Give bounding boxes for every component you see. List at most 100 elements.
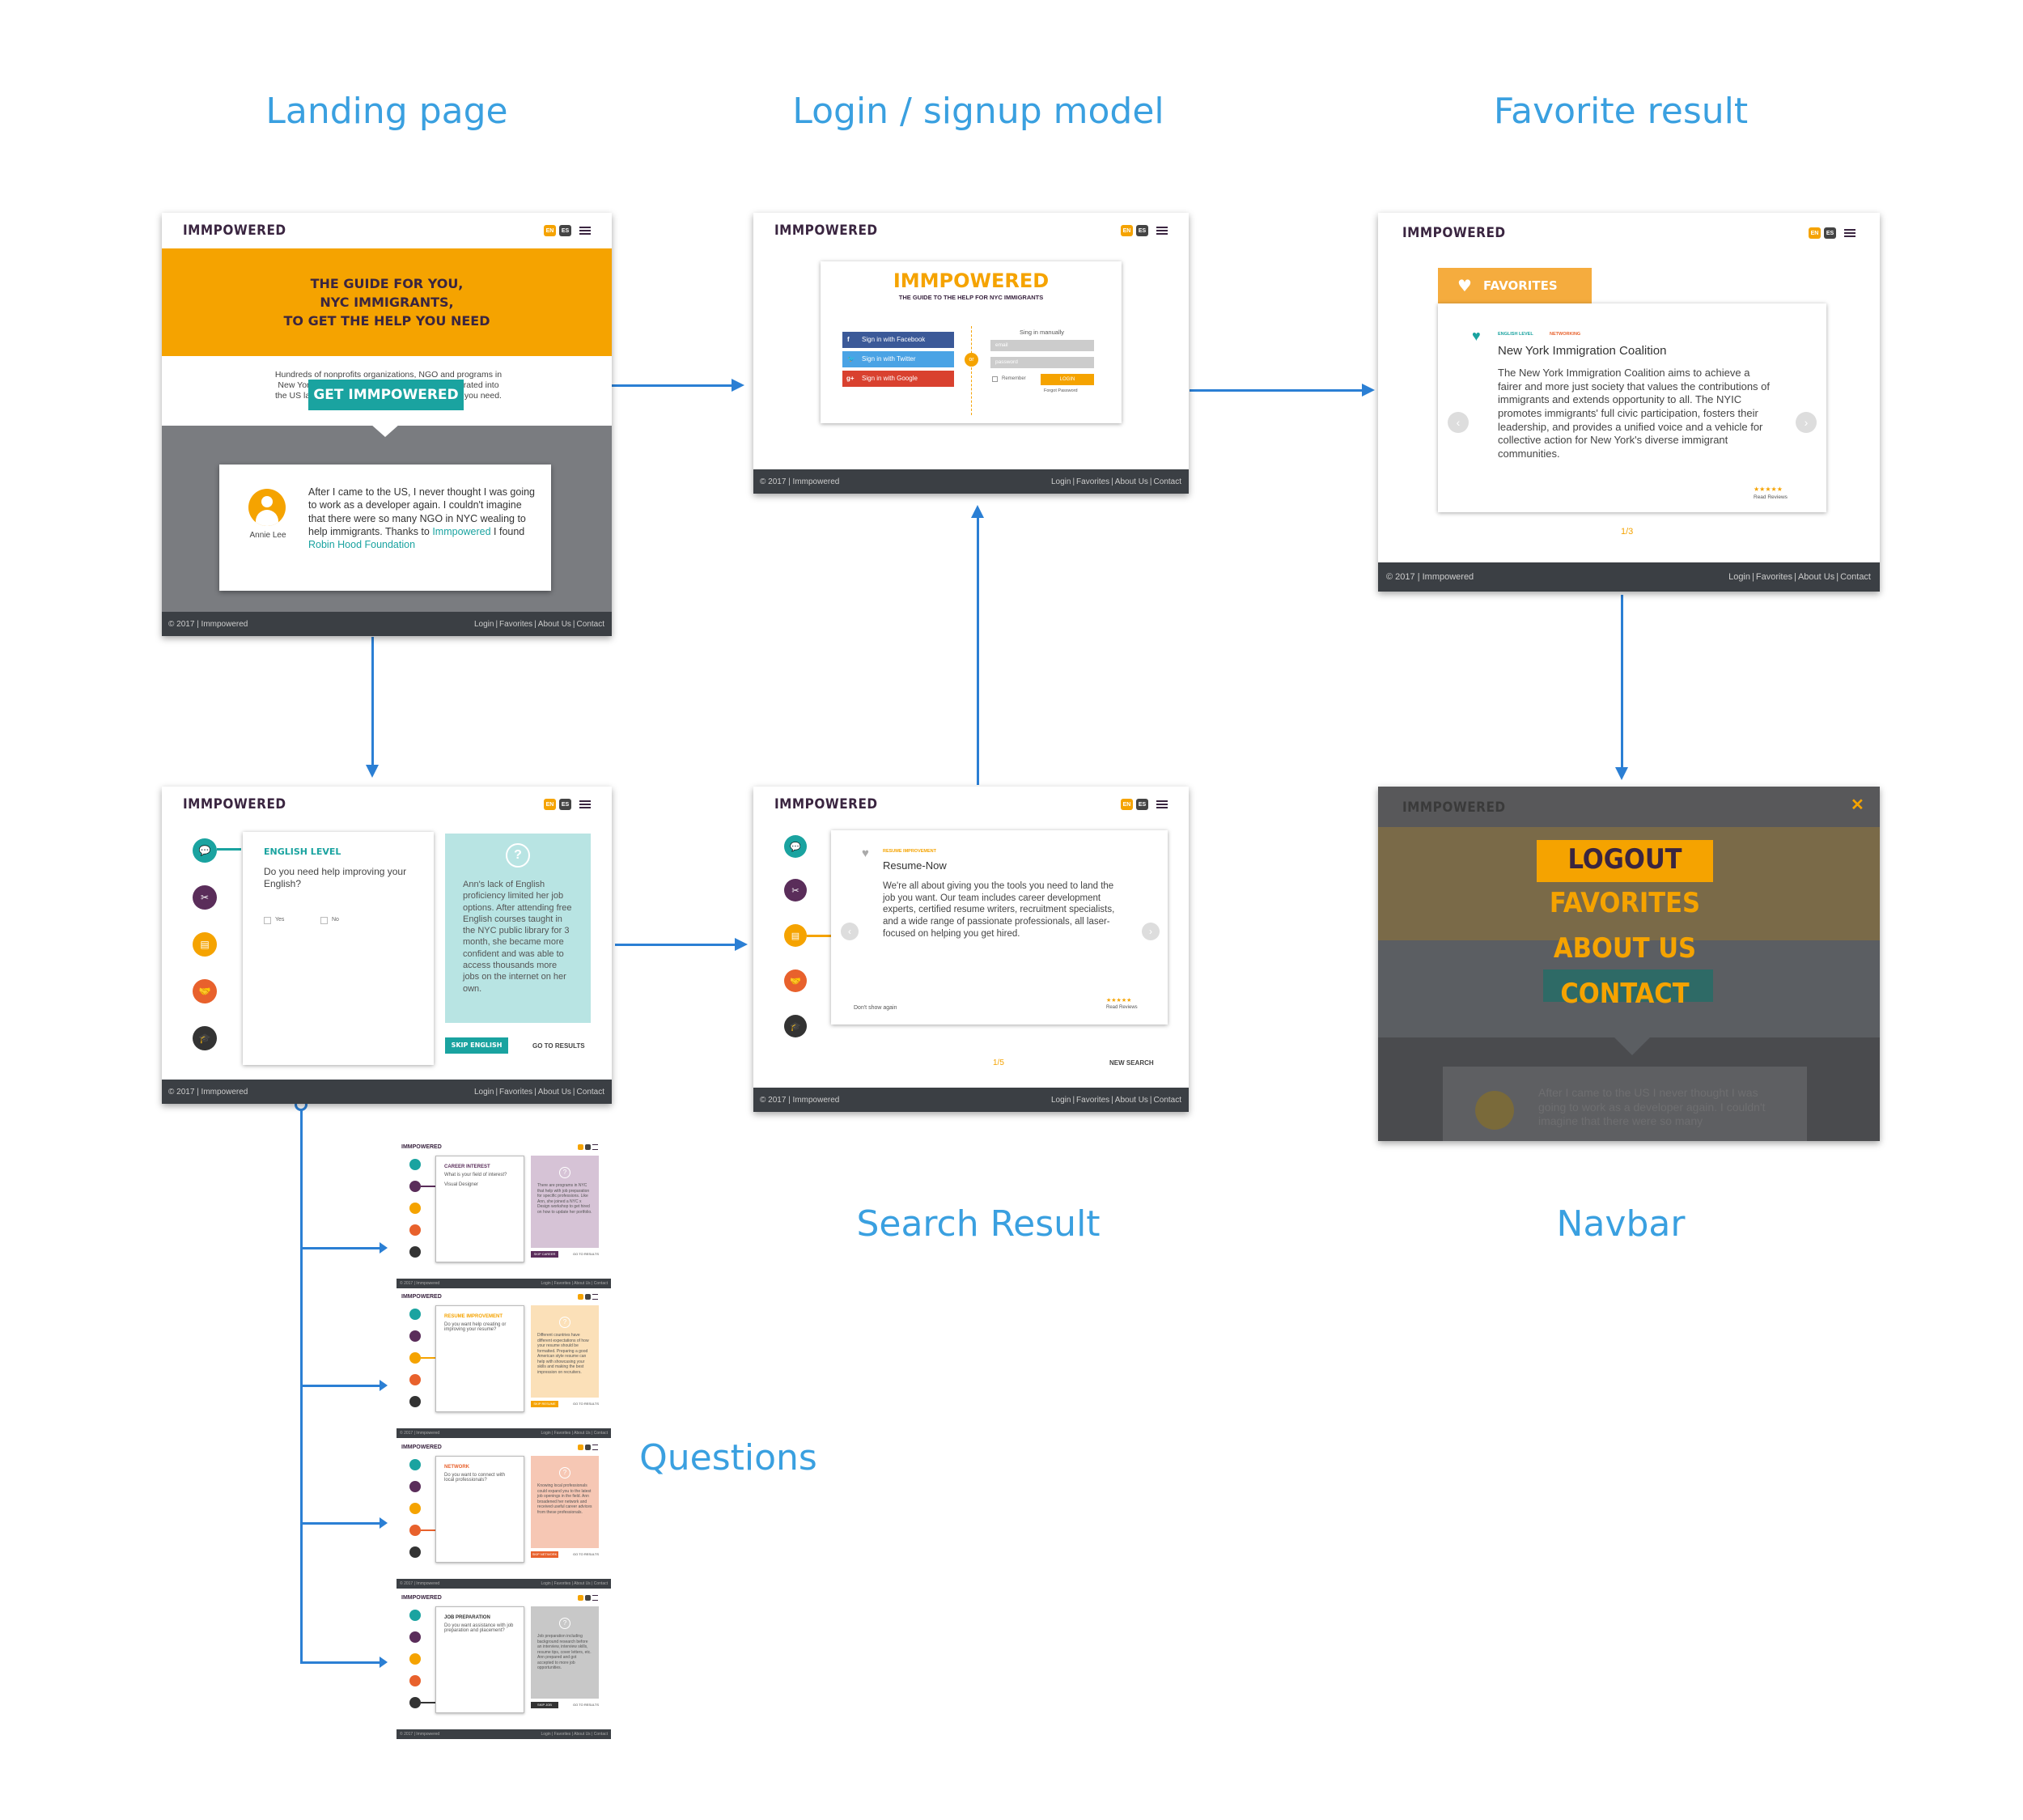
menu-item-about-us[interactable]: ABOUT US — [1553, 932, 1697, 965]
email-field[interactable]: email — [990, 340, 1094, 351]
prev-arrow-icon[interactable]: ‹ — [1448, 412, 1469, 433]
skip-button[interactable]: SKIP JOB — [531, 1702, 558, 1708]
lang-en-button[interactable]: EN — [1121, 225, 1133, 236]
network-step-icon[interactable]: 🤝 — [784, 969, 807, 992]
logo[interactable]: IMMPOWERED — [183, 223, 286, 239]
footer-links[interactable]: Login|Favorites|About Us|Contact — [473, 620, 605, 629]
logo[interactable]: IMMPOWERED — [774, 223, 878, 239]
next-arrow-icon[interactable]: › — [1142, 923, 1160, 940]
heart-icon[interactable]: ♥ — [862, 846, 869, 860]
lang-es-button[interactable]: ES — [559, 225, 571, 236]
footer-links[interactable]: Login | Favorites | About Us | Contact — [541, 1431, 608, 1436]
go-to-results-link[interactable]: GO TO RESULTS — [573, 1252, 600, 1256]
footer-links[interactable]: Login|Favorites|About Us|Contact — [1050, 477, 1182, 486]
skip-button[interactable]: SKIP NETWORK — [531, 1551, 558, 1558]
next-arrow-icon[interactable]: › — [1796, 412, 1817, 433]
get-immpowered-button[interactable]: GET IMMPOWERED — [308, 380, 464, 410]
footer-link[interactable]: Login — [473, 1087, 494, 1097]
lang-en-button[interactable]: EN — [1809, 227, 1821, 239]
skip-english-button[interactable]: SKIP ENGLISH — [445, 1037, 508, 1054]
menu-item-logout[interactable]: LOGOUT — [1567, 843, 1682, 876]
footer-link[interactable]: About Us — [1797, 572, 1835, 582]
footer-links[interactable]: Login | Favorites | About Us | Contact — [541, 1581, 608, 1586]
favorites-tab[interactable]: ♥FAVORITES — [1438, 268, 1592, 303]
go-to-results-link[interactable]: GO TO RESULTS — [532, 1042, 585, 1050]
footer-link[interactable]: Contact — [576, 1087, 604, 1097]
footer-link[interactable]: Login — [1728, 572, 1750, 582]
question-thumbnail[interactable]: IMMPOWERED RESUME IMPROVEMENT Do you wan… — [397, 1291, 611, 1438]
career-step-icon[interactable]: ✂ — [193, 885, 217, 910]
footer-link[interactable]: About Us — [1114, 477, 1148, 486]
footer-links[interactable]: Login|Favorites|About Us|Contact — [1728, 572, 1872, 582]
lang-en-button[interactable]: EN — [1121, 799, 1133, 810]
lang-es-button[interactable]: ES — [1136, 225, 1148, 236]
read-reviews-link[interactable]: Read Reviews — [1754, 494, 1788, 500]
new-search-link[interactable]: NEW SEARCH — [1109, 1059, 1154, 1067]
footer-link[interactable]: Favorites — [499, 619, 533, 629]
footer-links[interactable]: Login | Favorites | About Us | Contact — [541, 1281, 608, 1286]
heart-icon[interactable]: ♥ — [1472, 328, 1481, 344]
prev-arrow-icon[interactable]: ‹ — [841, 923, 859, 940]
footer-link[interactable]: Favorites — [1755, 572, 1793, 582]
skip-button[interactable]: SKIP RESUME — [531, 1401, 558, 1407]
go-to-results-link[interactable]: GO TO RESULTS — [573, 1552, 600, 1556]
password-field[interactable]: password — [990, 357, 1094, 368]
logo[interactable]: IMMPOWERED — [1402, 225, 1506, 241]
question-thumbnail[interactable]: IMMPOWERED CAREER INTEREST What is your … — [397, 1141, 611, 1288]
answer-value[interactable]: Visual Designer — [444, 1182, 478, 1187]
menu-icon[interactable] — [579, 227, 591, 235]
english-step-icon[interactable]: 💬 — [784, 835, 807, 858]
footer-link[interactable]: Favorites — [499, 1087, 533, 1097]
footer-link[interactable]: Contact — [1153, 477, 1181, 486]
close-icon[interactable]: ✕ — [1851, 796, 1864, 814]
job-step-icon[interactable]: 🎓 — [193, 1026, 217, 1050]
resume-step-icon[interactable]: ▤ — [193, 932, 217, 957]
menu-icon[interactable] — [1844, 229, 1855, 237]
lang-es-button[interactable]: ES — [1136, 799, 1148, 810]
footer-link[interactable]: About Us — [1114, 1095, 1148, 1105]
logout-menu-item[interactable] — [1537, 840, 1713, 882]
go-to-results-link[interactable]: GO TO RESULTS — [573, 1402, 600, 1406]
job-step-icon[interactable]: 🎓 — [784, 1015, 807, 1037]
lang-en-button[interactable]: EN — [544, 799, 556, 810]
go-to-results-link[interactable]: GO TO RESULTS — [573, 1703, 600, 1707]
logo[interactable]: IMMPOWERED — [183, 796, 286, 812]
menu-icon[interactable] — [1156, 800, 1168, 808]
menu-icon[interactable] — [579, 800, 591, 808]
immpowered-link[interactable]: Immpowered — [432, 525, 491, 537]
lang-en-button[interactable]: EN — [544, 225, 556, 236]
lang-es-button[interactable]: ES — [559, 799, 571, 810]
menu-item-contact[interactable]: CONTACT — [1560, 978, 1690, 1010]
footer-link[interactable]: About Us — [537, 619, 571, 629]
footer-links[interactable]: Login | Favorites | About Us | Contact — [541, 1732, 608, 1737]
robin-hood-link[interactable]: Robin Hood Foundation — [308, 539, 416, 550]
footer-link[interactable]: Contact — [1840, 572, 1871, 582]
login-button[interactable]: LOGIN — [1041, 374, 1094, 385]
career-step-icon[interactable]: ✂ — [784, 879, 807, 902]
menu-item-favorites[interactable]: FAVORITES — [1549, 887, 1701, 919]
english-step-icon[interactable]: 💬 — [193, 838, 217, 863]
footer-link[interactable]: Login — [1050, 1095, 1071, 1105]
footer-link[interactable]: Favorites — [1076, 1095, 1110, 1105]
footer-links[interactable]: Login|Favorites|About Us|Contact — [1050, 1096, 1182, 1105]
footer-link[interactable]: Contact — [576, 619, 604, 629]
footer-link[interactable]: About Us — [537, 1087, 571, 1097]
skip-button[interactable]: SKIP CAREER — [531, 1251, 558, 1258]
resume-step-icon[interactable]: ▤ — [784, 924, 807, 947]
logo[interactable]: IMMPOWERED — [774, 796, 878, 812]
footer-link[interactable]: Login — [1050, 477, 1071, 486]
footer-link[interactable]: Contact — [1153, 1095, 1181, 1105]
read-reviews-link[interactable]: Read Reviews — [1106, 1005, 1138, 1010]
google-signin-button[interactable]: g+Sign in with Google — [842, 371, 954, 387]
dont-show-link[interactable]: Don't show again — [854, 1005, 897, 1011]
question-thumbnail[interactable]: IMMPOWERED JOB PREPARATION Do you want a… — [397, 1592, 611, 1739]
network-step-icon[interactable]: 🤝 — [193, 979, 217, 1003]
footer-links[interactable]: Login|Favorites|About Us|Contact — [473, 1088, 605, 1097]
no-checkbox[interactable] — [320, 917, 328, 924]
footer-link[interactable]: Favorites — [1076, 477, 1110, 486]
forgot-password-link[interactable]: Forgot Password — [1044, 388, 1078, 393]
remember-checkbox[interactable] — [992, 376, 998, 382]
question-thumbnail[interactable]: IMMPOWERED NETWORK Do you want to connec… — [397, 1441, 611, 1589]
twitter-signin-button[interactable]: 🐦Sign in with Twitter — [842, 351, 954, 367]
